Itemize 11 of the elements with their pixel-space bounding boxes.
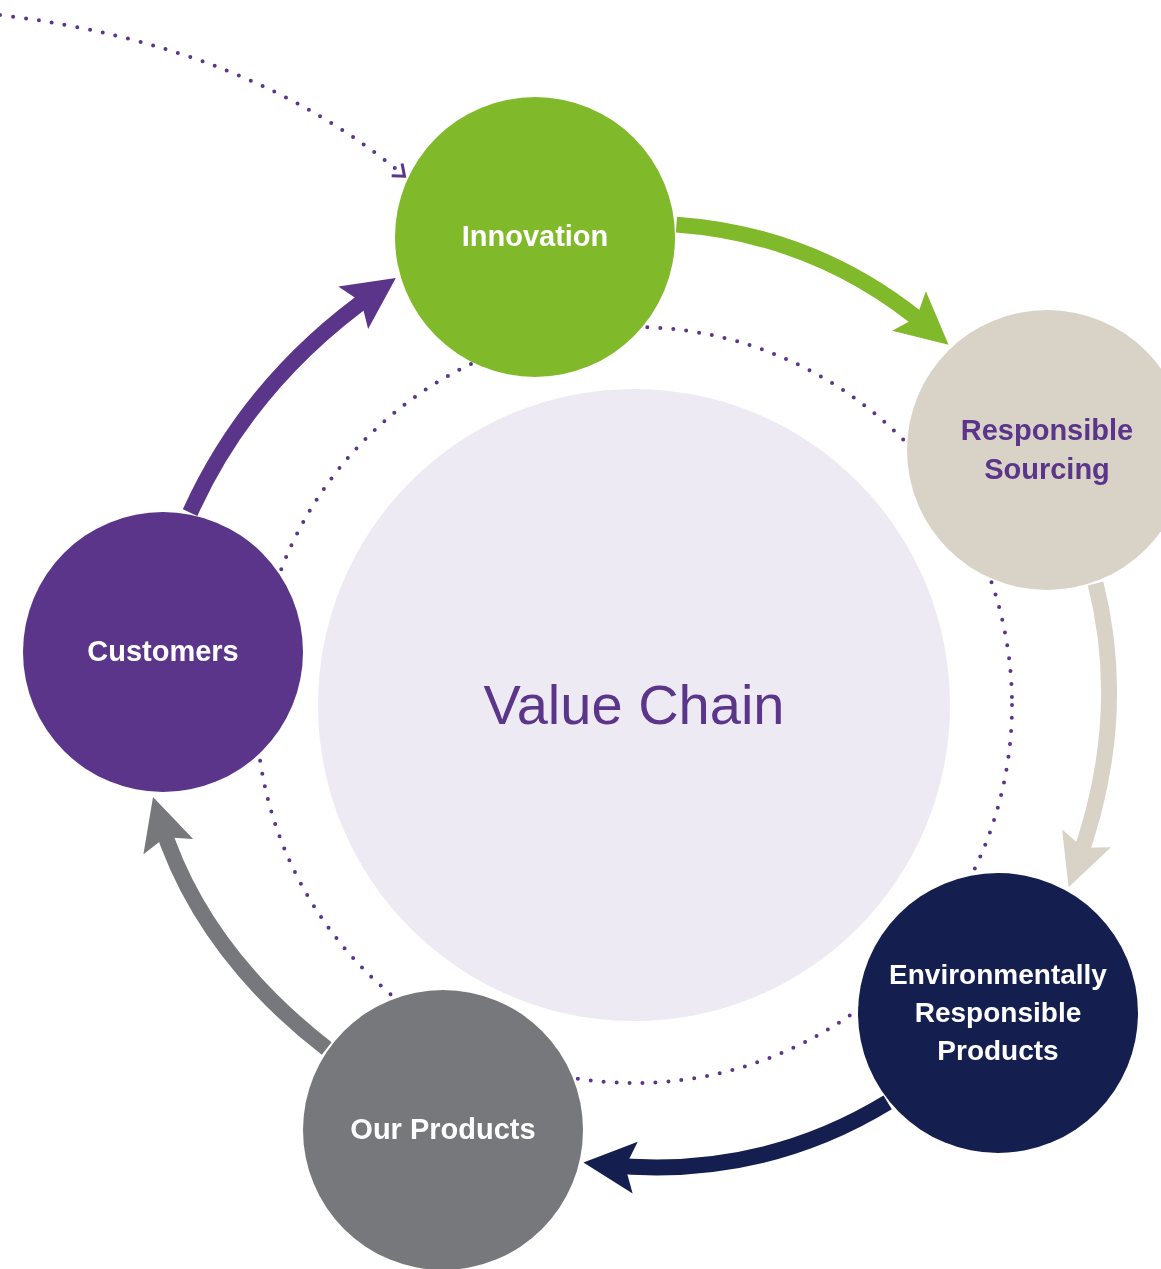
curved-arrow bbox=[675, 216, 949, 345]
dotted-arrow bbox=[0, 13, 407, 179]
step-label: Environmentally Responsible Products bbox=[888, 958, 1108, 1068]
curved-arrow bbox=[1061, 581, 1118, 888]
step-label: Innovation bbox=[461, 219, 609, 255]
curved-arrow bbox=[583, 1095, 892, 1193]
curved-arrow bbox=[182, 277, 396, 517]
center-title: Value Chain bbox=[483, 672, 785, 739]
step-label: Customers bbox=[87, 634, 239, 670]
step-label: Our Products bbox=[350, 1112, 536, 1148]
step-label: Responsible Sourcing bbox=[959, 412, 1135, 487]
